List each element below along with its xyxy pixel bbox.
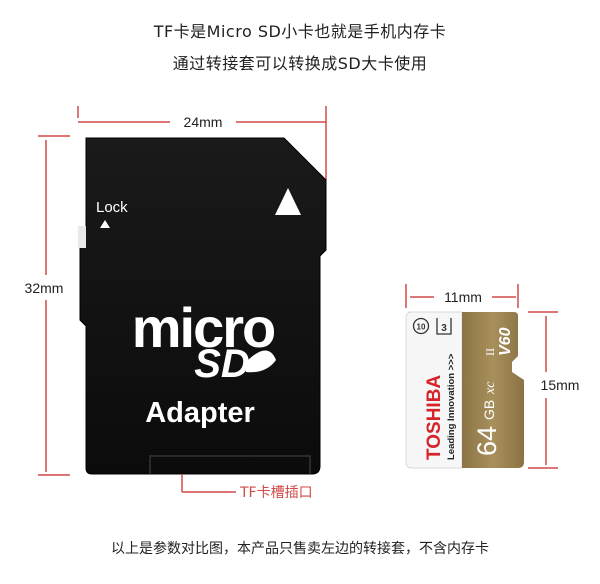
- microsd-card: TOSHIBA Leading Innovation >>> 10 3 64 G…: [405, 311, 524, 469]
- insert-direction-triangle-icon: [275, 188, 301, 215]
- toshiba-tagline: Leading Innovation >>>: [446, 353, 457, 460]
- svg-text:3: 3: [441, 323, 447, 334]
- tf-slot-label: TF卡槽插口: [239, 485, 313, 501]
- uhs3-badge-icon: 3: [436, 318, 452, 335]
- headline-adapter-use: 通过转接套可以转换成SD大卡使用: [172, 54, 428, 73]
- sd-logo-icon: SD: [194, 342, 276, 386]
- class10-badge-icon: 10: [412, 317, 430, 335]
- xc-logo: xc: [483, 381, 498, 395]
- adapter-width-dimension: 24mm: [77, 106, 327, 180]
- video-class-badge: V60: [497, 327, 514, 356]
- tf-card-slot-opening: [149, 455, 311, 474]
- sd-logo-text: SD: [194, 342, 250, 386]
- microsd-height-dimension: 15mm: [528, 311, 580, 469]
- svg-text:10: 10: [417, 323, 426, 332]
- micro-logo-text: micro: [132, 296, 275, 359]
- sd-adapter: Lock micro SD Adapter: [78, 137, 327, 475]
- lock-switch: [78, 226, 86, 248]
- toshiba-brand: TOSHIBA: [424, 375, 445, 460]
- headline-tf-card: TF卡是Micro SD小卡也就是手机内存卡: [153, 22, 447, 41]
- footer-note: 以上是参数对比图，本产品只售卖左边的转接套，不含内存卡: [111, 541, 489, 557]
- adapter-height-dimension: 32mm: [25, 135, 70, 476]
- lock-arrow-icon: [100, 220, 110, 228]
- tf-slot-callout: TF卡槽插口: [181, 474, 313, 501]
- microsd-width-dimension: 11mm: [405, 284, 519, 308]
- adapter-label: Adapter: [145, 397, 255, 429]
- capacity-value: 64: [472, 426, 502, 456]
- lock-label: Lock: [96, 199, 128, 216]
- microsd-width-label: 11mm: [444, 289, 482, 305]
- adapter-width-label: 24mm: [184, 114, 223, 130]
- microsd-height-label: 15mm: [541, 377, 580, 393]
- capacity-unit: GB: [481, 400, 497, 420]
- adapter-height-label: 32mm: [25, 280, 64, 296]
- uhs-bus-mark: II: [483, 348, 497, 356]
